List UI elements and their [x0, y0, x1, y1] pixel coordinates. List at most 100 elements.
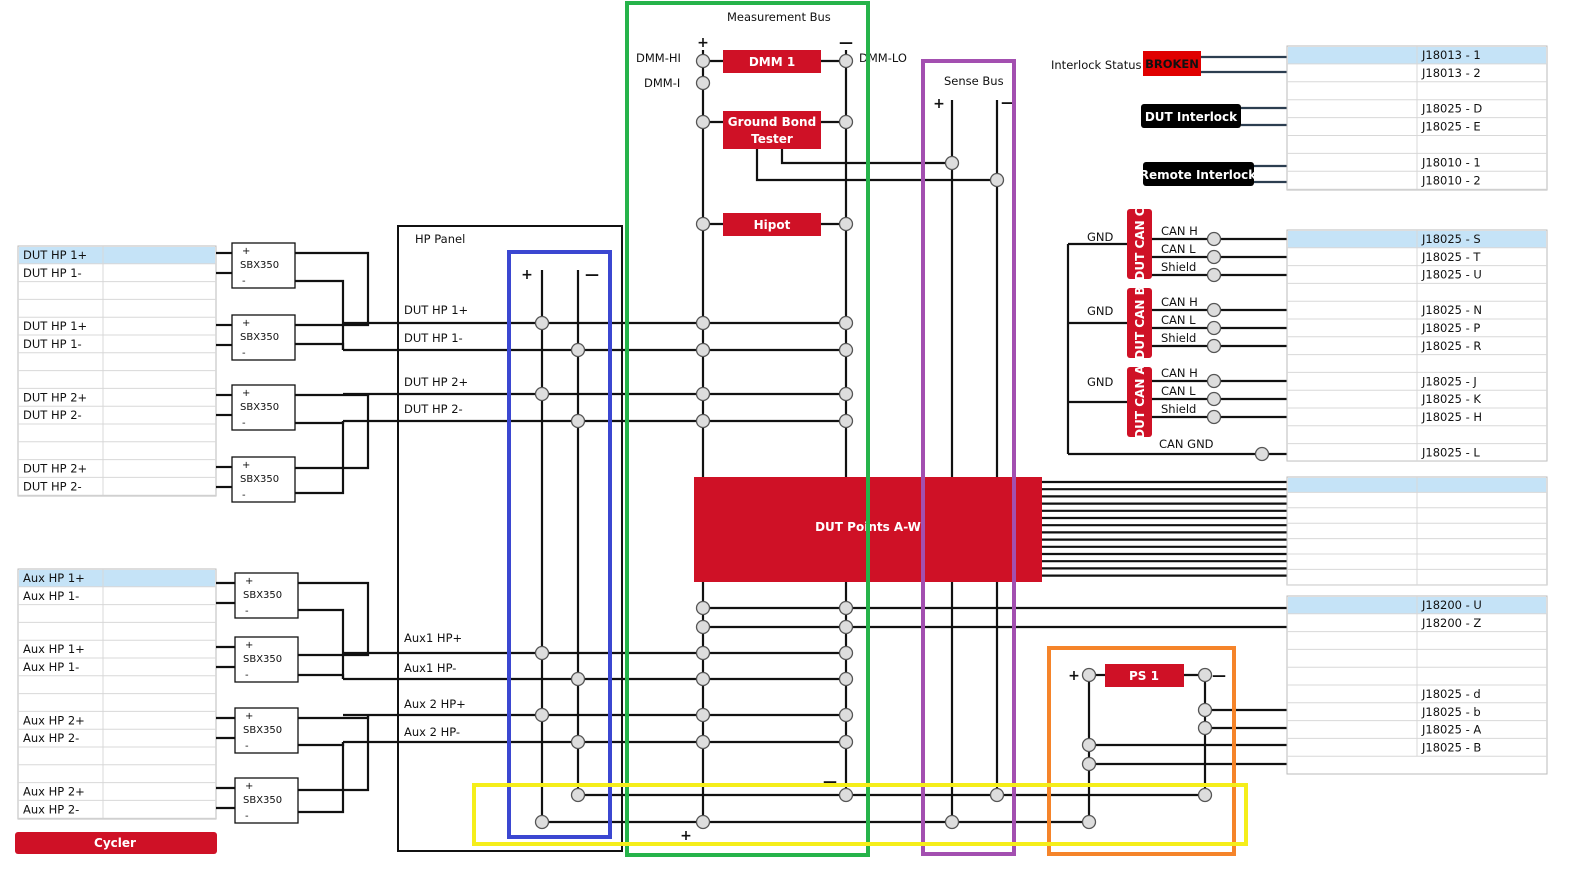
- junction-node[interactable]: [838, 671, 854, 687]
- junction-node[interactable]: [1081, 667, 1097, 683]
- junction-node[interactable]: [838, 114, 854, 130]
- junction-node[interactable]: [534, 707, 550, 723]
- right-ps-row-cell: J18200 - U: [1421, 598, 1482, 612]
- junction-node[interactable]: [1206, 409, 1222, 425]
- right-can-row-cell: J18025 - R: [1421, 339, 1481, 353]
- junction-node[interactable]: [695, 75, 711, 91]
- wire: [298, 608, 345, 679]
- junction-node[interactable]: [695, 413, 711, 429]
- junction-node[interactable]: [1206, 391, 1222, 407]
- junction-node[interactable]: [838, 315, 854, 331]
- junction-node[interactable]: [1081, 756, 1097, 772]
- hp-wire-label: Aux 2 HP-: [404, 725, 460, 739]
- junction-node[interactable]: [695, 814, 711, 830]
- junction-node[interactable]: [695, 734, 711, 750]
- junction-node[interactable]: [695, 619, 711, 635]
- junction-node[interactable]: [534, 386, 550, 402]
- junction-node[interactable]: [989, 787, 1005, 803]
- junction-node[interactable]: [695, 386, 711, 402]
- junction-node[interactable]: [989, 172, 1005, 188]
- junction-node[interactable]: [570, 787, 586, 803]
- junction-node[interactable]: [1197, 667, 1213, 683]
- hp-wire-label: Aux1 HP-: [404, 661, 456, 675]
- junction-node[interactable]: [838, 787, 854, 803]
- dmm-lo-label: DMM-LO: [859, 51, 907, 65]
- junction-node[interactable]: [570, 342, 586, 358]
- junction-node[interactable]: [838, 53, 854, 69]
- hp-wire-label: DUT HP 2-: [404, 402, 463, 416]
- sbx-label: SBX350: [243, 654, 282, 665]
- junction-node[interactable]: [1206, 231, 1222, 247]
- ps1-outline: [1047, 646, 1236, 856]
- can-signal-label: CAN L: [1161, 242, 1196, 256]
- junction-node[interactable]: [1206, 249, 1222, 265]
- ps1-block[interactable]: PS 1: [1105, 664, 1184, 687]
- junction-node[interactable]: [695, 707, 711, 723]
- right-j-row-cell: J18010 - 2: [1421, 173, 1481, 187]
- row-highlight: [19, 570, 215, 587]
- junction-node[interactable]: [1206, 320, 1222, 336]
- dmm1-block[interactable]: DMM 1: [723, 50, 821, 73]
- left-aux-row-cell: Aux HP 2+: [23, 785, 85, 799]
- junction-node[interactable]: [838, 413, 854, 429]
- junction-node[interactable]: [838, 734, 854, 750]
- junction-node[interactable]: [1254, 446, 1270, 462]
- junction-node[interactable]: [838, 600, 854, 616]
- junction-node[interactable]: [944, 155, 960, 171]
- left-dut-row-cell: DUT HP 2-: [23, 408, 82, 422]
- junction-node[interactable]: [570, 413, 586, 429]
- junction-node[interactable]: [695, 342, 711, 358]
- junction-node[interactable]: [695, 216, 711, 232]
- junction-node[interactable]: [838, 619, 854, 635]
- right-j-row-cell: J18013 - 2: [1421, 66, 1481, 80]
- left-dut-row-cell: DUT HP 1+: [23, 248, 87, 262]
- dmm-i-label: DMM-I: [644, 76, 680, 90]
- junction-node[interactable]: [838, 645, 854, 661]
- junction-node[interactable]: [695, 315, 711, 331]
- junction-node[interactable]: [570, 734, 586, 750]
- junction-node[interactable]: [838, 342, 854, 358]
- junction-node[interactable]: [1197, 720, 1213, 736]
- junction-node[interactable]: [1081, 737, 1097, 753]
- right-ps-row-cell: J18025 - b: [1421, 705, 1481, 719]
- junction-node[interactable]: [1081, 814, 1097, 830]
- junction-node[interactable]: [1206, 373, 1222, 389]
- junction-node[interactable]: [1206, 338, 1222, 354]
- left-dut-table: DUT HP 1+DUT HP 1-DUT HP 1+DUT HP 1-DUT …: [17, 245, 217, 497]
- ground-bond-tester-block[interactable]: Ground Bond Tester: [723, 111, 821, 149]
- junction-node[interactable]: [1206, 267, 1222, 283]
- junction-node[interactable]: [570, 671, 586, 687]
- junction-node[interactable]: [695, 645, 711, 661]
- row-highlight: [19, 247, 215, 264]
- junction-node[interactable]: [695, 53, 711, 69]
- junction-node[interactable]: [838, 386, 854, 402]
- junction-node[interactable]: [1206, 302, 1222, 318]
- junction-node[interactable]: [695, 114, 711, 130]
- junction-node[interactable]: [838, 707, 854, 723]
- sbx-plus: +: [245, 781, 253, 792]
- sbx350-box: +SBX350-: [231, 384, 296, 431]
- junction-node[interactable]: [695, 671, 711, 687]
- junction-node[interactable]: [1197, 787, 1213, 803]
- hp-wire-label: DUT HP 1-: [404, 331, 463, 345]
- sbx350-box: +SBX350-: [231, 456, 296, 503]
- junction-node[interactable]: [534, 814, 550, 830]
- hipot-block[interactable]: Hipot: [723, 213, 821, 236]
- plus-sign: +: [933, 96, 945, 112]
- wire: [298, 715, 370, 792]
- junction-node[interactable]: [534, 645, 550, 661]
- junction-node[interactable]: [1197, 702, 1213, 718]
- junction-node[interactable]: [944, 814, 960, 830]
- junction-node[interactable]: [838, 216, 854, 232]
- can-block-label: DUT CAN C: [1133, 207, 1147, 280]
- junction-node[interactable]: [534, 315, 550, 331]
- junction-node[interactable]: [695, 600, 711, 616]
- gnd-c-label: GND: [1087, 230, 1114, 244]
- cycler-button[interactable]: Cycler: [15, 832, 217, 854]
- wire: [755, 149, 997, 182]
- minus-sign: —: [823, 774, 837, 790]
